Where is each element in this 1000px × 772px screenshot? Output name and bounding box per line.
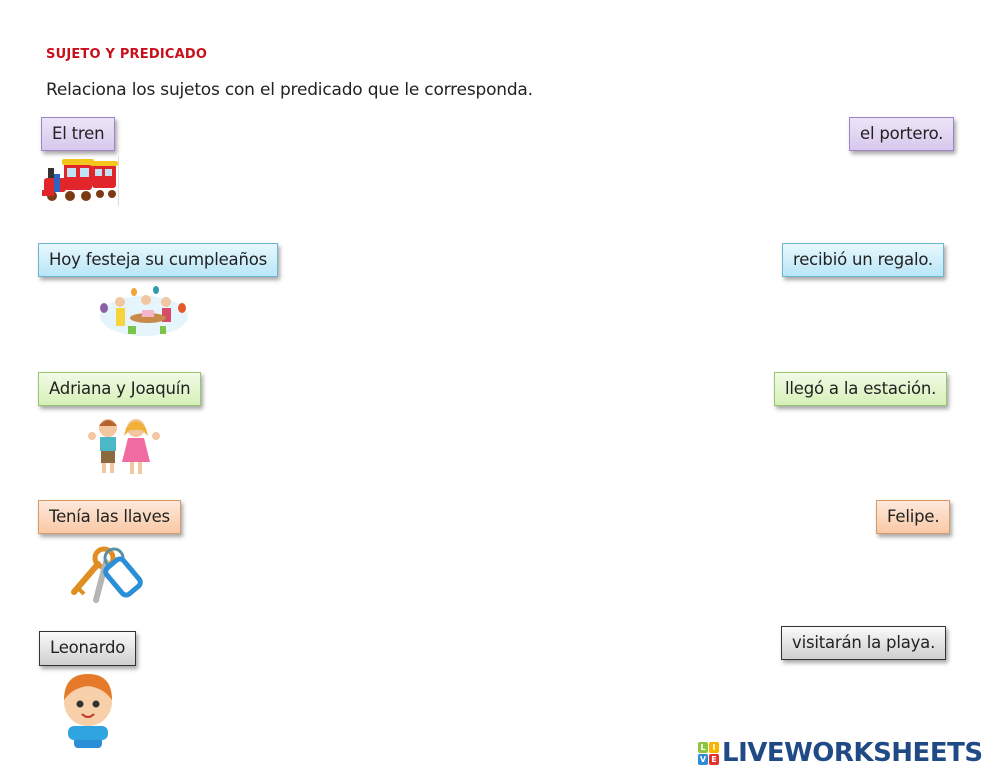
right-item-felipe[interactable]: Felipe. [876,500,951,534]
right-item-el-portero[interactable]: el portero. [849,117,955,151]
instruction-text: Relaciona los sujetos con el predicado q… [46,80,533,100]
logo-letter-e: E [709,753,719,765]
right-item-recibio-regalo[interactable]: recibió un regalo. [782,243,944,277]
boy-icon [64,674,112,748]
liveworksheets-logo: L I V E LIVEWORKSHEETS [698,738,983,768]
logo-text: LIVEWORKSHEETS [722,738,983,768]
left-item-hoy-festeja[interactable]: Hoy festeja su cumpleaños [38,243,278,277]
worksheet-title: Sujeto y predicado [46,46,208,63]
children-icon [88,419,160,474]
logo-letter-l: L [698,741,708,753]
right-item-llego-estacion[interactable]: llegó a la estación. [774,372,948,406]
keys-icon [71,546,143,603]
left-item-el-tren[interactable]: El tren [41,117,116,151]
logo-letter-i: I [709,741,719,753]
train-icon [42,156,119,206]
logo-letter-v: V [698,753,708,765]
birthday-party-icon [100,286,188,336]
left-item-leonardo[interactable]: Leonardo [39,631,137,666]
left-item-tenia-llaves[interactable]: Tenía las llaves [38,500,181,534]
logo-grid-icon: L I V E [698,741,719,765]
right-item-visitaran-playa[interactable]: visitarán la playa. [781,626,947,660]
left-item-adriana-joaquin[interactable]: Adriana y Joaquín [38,372,202,406]
